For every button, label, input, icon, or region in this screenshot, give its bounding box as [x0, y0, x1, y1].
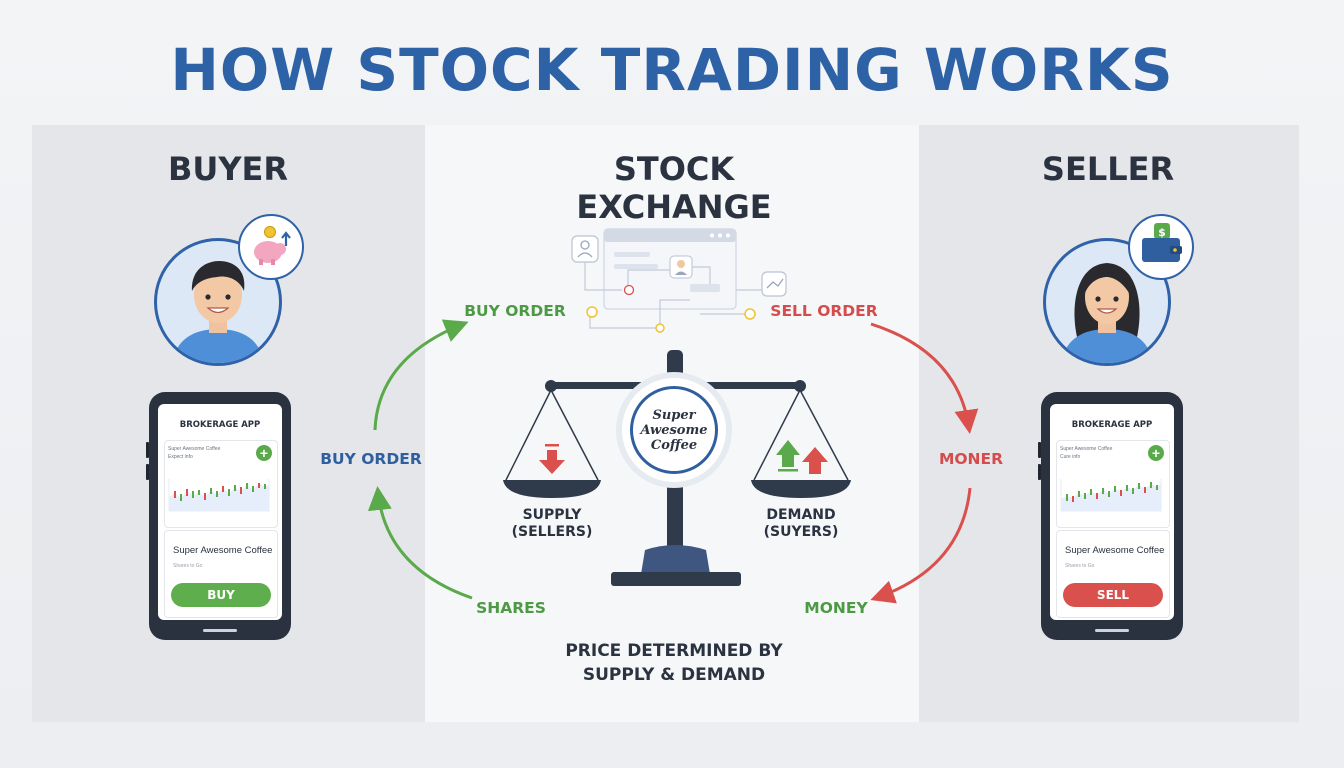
wallet-icon: $: [1142, 223, 1182, 262]
seller-chart-card: Super Awesome Coffee Cure info +: [1056, 440, 1170, 528]
money-label: MONEY: [804, 599, 868, 617]
buyer-stock-name: Super Awesome Coffee: [173, 545, 273, 556]
buyer-chart-sub: Expect info: [168, 454, 193, 460]
seller-chart-caption: Super Awesome Coffee: [1060, 446, 1113, 452]
price-caption-line-2: SUPPLY & DEMAND: [582, 665, 766, 685]
sell-button[interactable]: SELL: [1063, 583, 1163, 607]
seller-heading: SELLER: [1041, 150, 1175, 188]
sell-order-label: SELL ORDER: [770, 302, 878, 320]
buyer-phone: BROKERAGE APP Super Awesome Coffee Expec…: [146, 392, 291, 640]
seller-stock-sub: Shares to Go: [1065, 563, 1095, 569]
supply-sublabel: (SELLERS): [511, 524, 593, 540]
supply-label: SUPPLY: [522, 507, 582, 523]
buy-order-left-label: BUY ORDER: [320, 450, 422, 468]
svg-text:$: $: [1158, 226, 1166, 239]
seller-chart-sub: Cure info: [1060, 454, 1081, 460]
moner-label: MONER: [938, 450, 1004, 468]
buyer-price-chart: [168, 479, 270, 512]
seller-price-chart: [1060, 479, 1162, 512]
plus-icon: +: [259, 445, 269, 461]
buyer-stock-card: Super Awesome Coffee Shares to Go BUY: [164, 530, 278, 618]
wallet-bubble: $: [1128, 214, 1194, 280]
seller-phone-home-bar: [1095, 629, 1129, 632]
buyer-chart-card: Super Awesome Coffee Expect info +: [164, 440, 278, 528]
buyer-chart-caption: Super Awesome Coffee: [168, 446, 221, 452]
seller-app-screen: BROKERAGE APP Super Awesome Coffee Cure …: [1050, 404, 1174, 620]
logo-line-2: Awesome: [640, 422, 708, 438]
shares-label: SHARES: [476, 599, 546, 617]
seller-app-title: BROKERAGE APP: [1071, 420, 1153, 430]
buyer-app-screen: BROKERAGE APP Super Awesome Coffee Expec…: [158, 404, 282, 620]
buyer-heading: BUYER: [167, 150, 289, 188]
seller-phone: BROKERAGE APP Super Awesome Coffee Cure …: [1038, 392, 1183, 640]
buyer-stock-sub: Shares to Go: [173, 563, 203, 569]
buyer-app-title: BROKERAGE APP: [179, 420, 261, 430]
seller-stock-card: Super Awesome Coffee Shares to Go SELL: [1056, 530, 1170, 618]
logo-line-1: Super: [652, 407, 696, 423]
buyer-phone-home-bar: [203, 629, 237, 632]
seller-stock-name: Super Awesome Coffee: [1065, 545, 1165, 556]
piggy-bank-bubble: [238, 214, 304, 280]
company-logo: Super Awesome Coffee: [622, 378, 726, 482]
buy-order-top-label: BUY ORDER: [464, 302, 566, 320]
seller-add-button[interactable]: +: [1148, 445, 1164, 461]
exchange-heading: STOCK EXCHANGE: [576, 150, 772, 226]
piggy-bank-icon: [254, 226, 291, 265]
demand-label: DEMAND: [766, 507, 836, 523]
seller-avatar: [1043, 238, 1171, 366]
price-caption-line-1: PRICE DETERMINED BY: [565, 641, 783, 661]
buy-button[interactable]: BUY: [171, 583, 271, 607]
buyer-add-button[interactable]: +: [256, 445, 272, 461]
demand-sublabel: (SUYERS): [763, 524, 839, 540]
logo-line-3: Coffee: [650, 437, 698, 453]
page-title: HOW STOCK TRADING WORKS: [170, 36, 1174, 104]
plus-icon: +: [1151, 445, 1161, 461]
